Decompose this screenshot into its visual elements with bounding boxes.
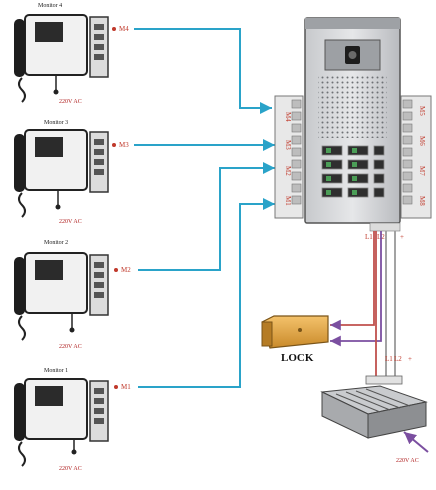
handset-cord [18, 192, 26, 218]
mains-arrow [403, 431, 429, 453]
handset [14, 19, 25, 77]
wire-monitor-1 [138, 198, 275, 388]
call-buttons [321, 145, 385, 198]
power-label: 220V AC [59, 344, 82, 350]
wire-lock-red [330, 231, 375, 331]
monitor-screen [35, 386, 63, 406]
monitor-1: Monitor 1 220V AC M1 [14, 368, 131, 472]
handset-cord [18, 77, 26, 103]
monitor-title: Monitor 4 [38, 3, 62, 9]
terminal-label: M2 [284, 166, 292, 176]
monitor-screen [35, 22, 63, 42]
monitor-title: Monitor 2 [44, 240, 68, 246]
port-label: M4 [119, 25, 129, 33]
port-label: M3 [119, 141, 129, 149]
wire-lock-purple [330, 231, 382, 347]
lock-label: LOCK [281, 352, 314, 364]
monitor-screen [35, 260, 63, 280]
right-terminal-block: M5 M6 M7 M8 [400, 95, 432, 219]
terminal-label: M6 [418, 136, 426, 146]
terminal-label: M7 [418, 166, 426, 176]
power-label: 220V AC [59, 99, 82, 105]
handset [14, 134, 25, 192]
wire-monitor-4 [134, 28, 272, 114]
terminal-label: M5 [418, 106, 426, 116]
panel-bottom-terminals: L1 L2 + [365, 222, 404, 241]
terminal-label: M8 [418, 196, 426, 206]
terminal-label: M4 [284, 112, 292, 122]
speaker-grille [318, 76, 387, 138]
handset [14, 257, 25, 315]
wire-monitor-2 [138, 162, 275, 271]
terminal-label: L2 [394, 355, 402, 363]
monitor-wires [134, 28, 275, 388]
monitor-title: Monitor 1 [44, 368, 68, 374]
terminal-label: M1 [284, 196, 292, 206]
door-panel [304, 17, 401, 224]
terminal-label: + [408, 355, 412, 363]
monitor-2: Monitor 2 220V AC M2 [14, 240, 131, 350]
terminal-label: L1 [365, 233, 373, 241]
terminal-label: L1 [385, 355, 393, 363]
port-label: M2 [121, 266, 131, 274]
monitor-screen [35, 137, 63, 157]
power-label: 220V AC [59, 219, 82, 225]
terminal-label: M3 [284, 140, 292, 150]
power-wires [330, 231, 396, 378]
power-label: 220V AC [396, 458, 419, 464]
power-label: 220V AC [59, 466, 82, 472]
port-label: M1 [121, 383, 131, 391]
monitor-4: Monitor 4 220V AC M4 [14, 3, 129, 105]
handset [14, 383, 25, 441]
monitor-title: Monitor 3 [44, 120, 68, 126]
monitor-3: Monitor 3 220V AC M3 [14, 120, 129, 225]
electric-lock: LOCK [261, 315, 329, 364]
handset-cord [18, 441, 26, 467]
left-terminal-block: M4 M3 M2 M1 [274, 95, 304, 219]
terminal-label: + [400, 233, 404, 241]
power-supply: L1 L2 + 220V AC [320, 355, 429, 464]
handset-cord [18, 315, 26, 341]
